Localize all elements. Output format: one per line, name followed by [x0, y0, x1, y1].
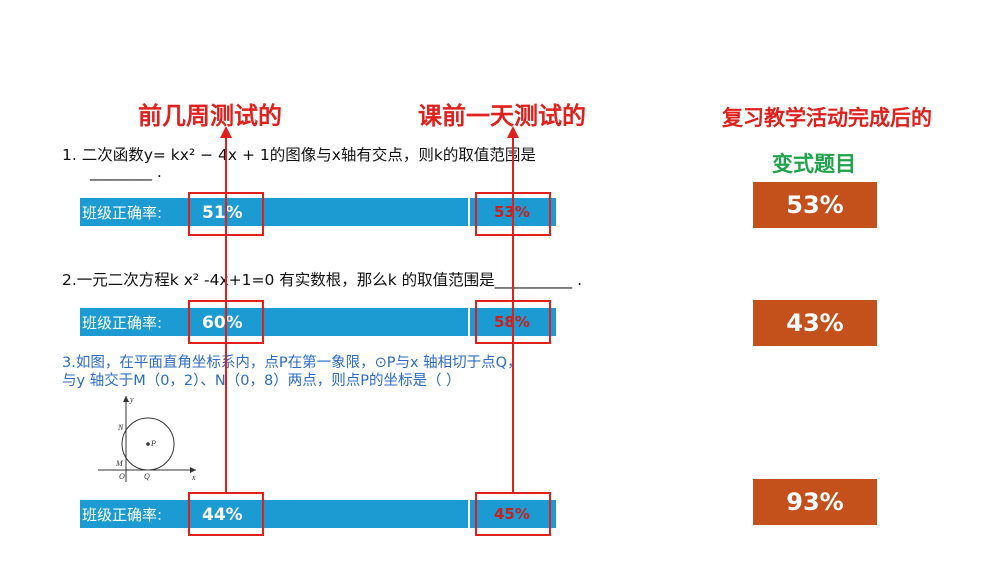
- header-review: 复习教学活动完成后的: [722, 106, 932, 130]
- question-1-text: 1. 二次函数y= kx² − 4x + 1的图像与x轴有交点，则k的取值范围是: [62, 146, 536, 164]
- header-variant-questions: 变式题目: [772, 152, 856, 176]
- bar-divider: [468, 500, 470, 528]
- rate-label: 班级正确率:: [82, 506, 163, 524]
- label-x: x: [191, 473, 196, 482]
- header-previous-weeks: 前几周测试的: [138, 102, 282, 130]
- label-m: M: [115, 459, 124, 468]
- label-y: y: [129, 395, 134, 404]
- q1-review-rate-box: 53%: [753, 182, 877, 228]
- label-o: O: [119, 472, 125, 481]
- prev-weeks-arrow-head: [220, 126, 232, 138]
- circle-p: [121, 417, 175, 471]
- q2-review-rate-box: 43%: [753, 300, 877, 346]
- question-3-line1: 3.如图，在平面直角坐标系内，点P在第一象限，⊙P与x 轴相切于点Q，: [62, 355, 522, 371]
- center-point: [146, 442, 150, 446]
- bar-divider: [468, 198, 470, 226]
- q2-day-before-rate: 58%: [494, 313, 530, 331]
- q2-prev-rate: 60%: [202, 313, 243, 333]
- rate-label: 班级正确率:: [82, 314, 163, 332]
- q3-prev-rate: 44%: [202, 505, 243, 525]
- day-before-arrow-line: [512, 136, 514, 492]
- prev-weeks-arrow-line: [225, 136, 227, 492]
- q1-day-before-rate: 53%: [494, 203, 530, 221]
- question-1-blank: ________ .: [90, 163, 162, 181]
- header-day-before: 课前一天测试的: [418, 102, 586, 130]
- question-2-text: 2.一元二次方程k x² -4x+1=0 有实数根，那么k 的取值范围是____…: [62, 271, 583, 289]
- q3-prev-highlight-box: [188, 492, 264, 536]
- coordinate-figure: P N M O Q x y: [98, 395, 196, 482]
- x-axis-arrow: [190, 467, 196, 473]
- label-n: N: [117, 423, 124, 432]
- q1-prev-rate: 51%: [202, 203, 243, 223]
- bar-divider: [468, 308, 470, 336]
- label-q: Q: [144, 472, 150, 481]
- label-p: P: [150, 439, 156, 448]
- q3-review-rate-box: 93%: [753, 479, 877, 525]
- question-3-line2: 与y 轴交于M（0，2）、N（0，8）两点，则点P的坐标是（ ）: [62, 373, 461, 389]
- y-axis-arrow: [123, 396, 129, 402]
- q3-day-before-rate: 45%: [494, 505, 530, 523]
- q3-day-before-highlight-box: [475, 492, 551, 536]
- rate-label: 班级正确率:: [82, 204, 163, 222]
- day-before-arrow-head: [507, 126, 519, 138]
